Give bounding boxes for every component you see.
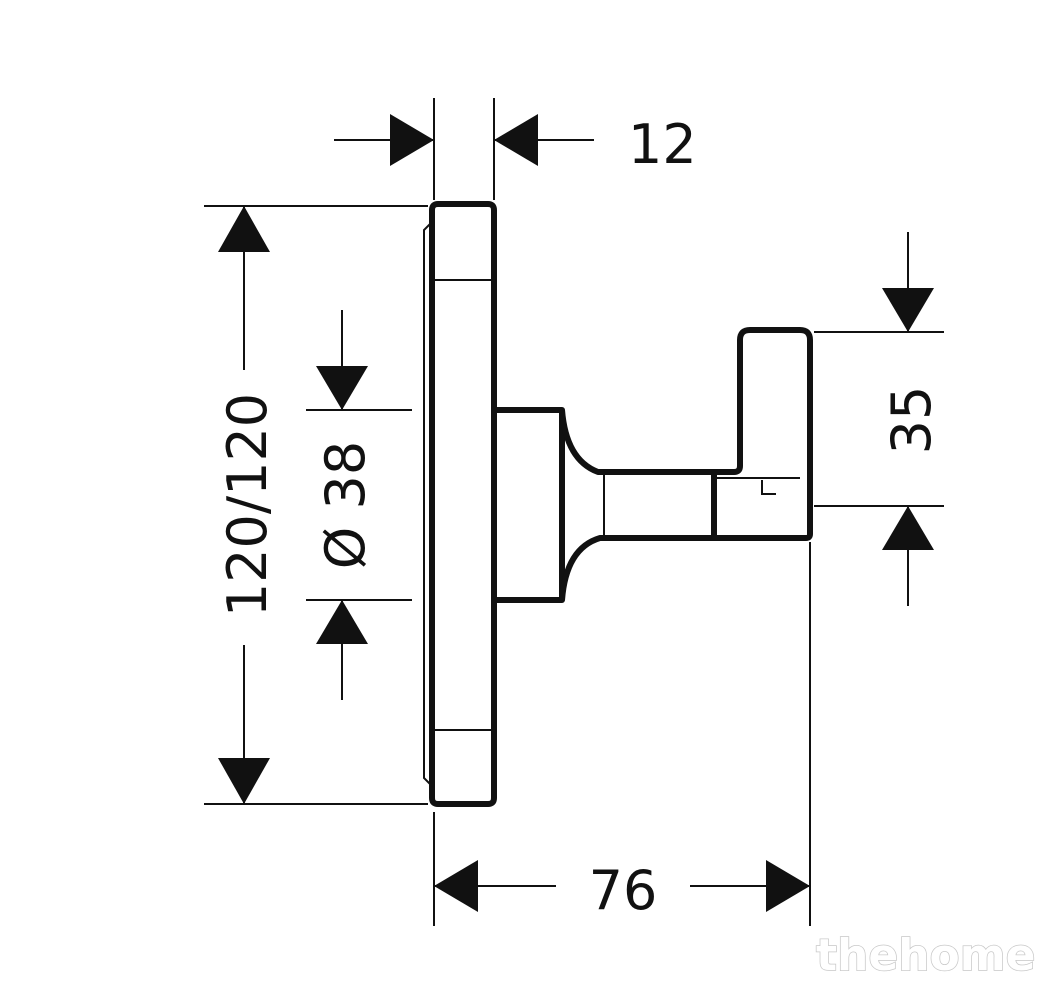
arrow-up (882, 506, 934, 550)
extension-lines (204, 98, 944, 926)
dimension-label-12: 12 (628, 113, 697, 176)
dimension-38: Ø 38 (314, 310, 377, 700)
dimension-120: 120/120 (216, 206, 279, 804)
dimension-12: 12 (334, 113, 697, 176)
arrow-left (434, 860, 478, 912)
arrow-down (218, 758, 270, 804)
arrow-down (882, 288, 934, 332)
arrow-right (766, 860, 810, 912)
arrow-left (494, 114, 538, 166)
hook-part (423, 201, 813, 807)
logo-mark (761, 480, 776, 495)
dimension-35: 35 (880, 232, 943, 606)
dimension-label-35: 35 (880, 386, 943, 455)
base-boss (494, 407, 565, 603)
dimension-label-120: 120/120 (216, 393, 279, 617)
arrow-right (390, 114, 434, 166)
arrow-up (218, 206, 270, 252)
dimension-76: 76 (434, 859, 810, 922)
arrow-up (316, 600, 368, 644)
plate-back-step (423, 221, 433, 787)
wall-plate (429, 201, 497, 807)
dimension-label-38: Ø 38 (314, 441, 377, 569)
arrow-down (316, 366, 368, 410)
hook-arm (559, 327, 813, 601)
watermark-logo: thehome (816, 930, 1035, 981)
dimension-label-76: 76 (589, 859, 658, 922)
